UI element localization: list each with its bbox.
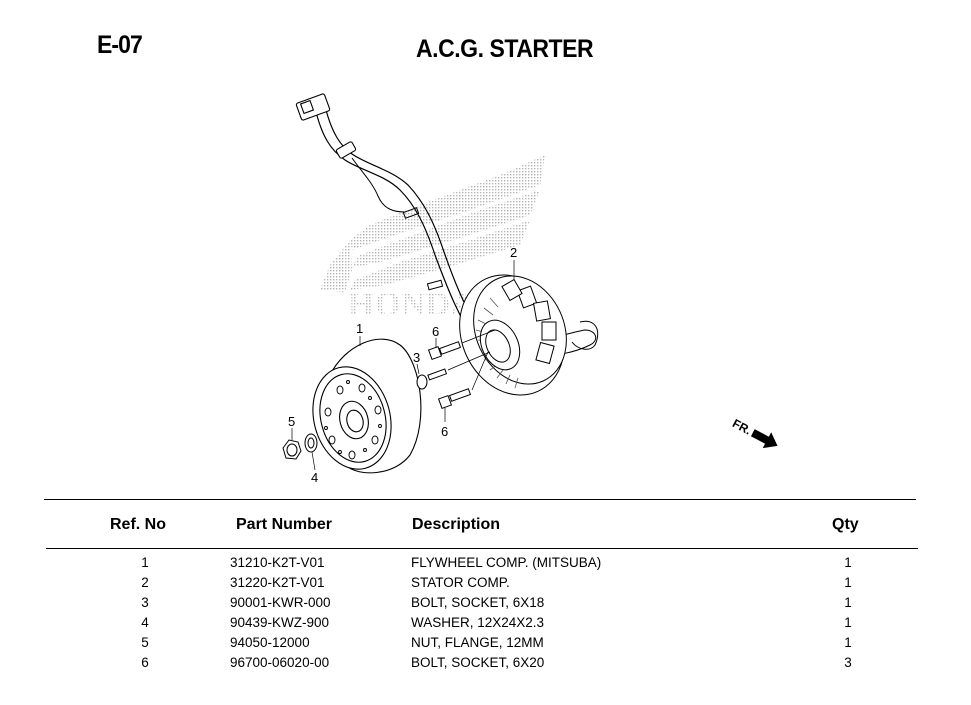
cell-ref: 5 [141, 635, 149, 650]
cell-ref: 3 [141, 595, 149, 610]
bolt-socket-6x18 [416, 368, 448, 390]
header-description: Description [412, 516, 501, 533]
cell-qty: 1 [844, 555, 852, 570]
cell-description: WASHER, 12X24X2.3 [411, 615, 545, 630]
bolt-socket-6x20-upper [427, 341, 462, 361]
callout-4: 4 [311, 470, 318, 485]
watermark-text: HONDA [348, 286, 475, 323]
callout-6-lower: 6 [441, 424, 448, 439]
washer-12x24 [304, 433, 318, 453]
table-row: 5 94050-12000 NUT, FLANGE, 12MM 1 [0, 635, 971, 655]
table-row: 2 31220-K2T-V01 STATOR COMP. 1 [0, 575, 971, 595]
cell-ref: 6 [141, 655, 149, 670]
front-direction-arrow-icon: FR. [730, 416, 778, 449]
bolt-leader-lines [447, 329, 496, 391]
direction-label: FR. [730, 416, 754, 437]
header-qty: Qty [832, 516, 859, 533]
cell-part-number: 31220-K2T-V01 [230, 575, 325, 590]
cell-part-number: 31210-K2T-V01 [230, 555, 325, 570]
bolt-socket-6x20-lower [437, 388, 472, 410]
callouts: 1 2 3 4 5 6 6 [288, 245, 517, 485]
cell-qty: 1 [844, 575, 852, 590]
cell-description: BOLT, SOCKET, 6X20 [411, 655, 545, 670]
callout-2: 2 [510, 245, 517, 260]
table-row: 4 90439-KWZ-900 WASHER, 12X24X2.3 1 [0, 615, 971, 635]
cell-part-number: 96700-06020-00 [230, 655, 330, 670]
header-part-number: Part Number [236, 516, 333, 533]
cell-qty: 3 [844, 655, 852, 670]
diagram-code: E-07 [97, 31, 143, 59]
nut-flange-12mm [282, 439, 302, 460]
callout-3: 3 [413, 350, 420, 365]
cell-qty: 1 [844, 635, 852, 650]
header-ref-no: Ref. No [110, 516, 166, 533]
cell-part-number: 90001-KWR-000 [230, 595, 331, 610]
callout-1: 1 [356, 321, 363, 336]
stator-comp [459, 274, 567, 396]
table-header-rule [46, 548, 918, 549]
table-top-rule [44, 499, 916, 500]
honda-wing-watermark-icon: HONDA [320, 155, 545, 323]
cell-description: STATOR COMP. [411, 575, 510, 590]
page-title: A.C.G. STARTER [416, 35, 594, 63]
cell-ref: 1 [141, 555, 149, 570]
table-row: 6 96700-06020-00 BOLT, SOCKET, 6X20 3 [0, 655, 971, 675]
callout-5: 5 [288, 414, 295, 429]
cell-qty: 1 [844, 615, 852, 630]
cell-description: FLYWHEEL COMP. (MITSUBA) [411, 555, 602, 570]
parts-table-body: 1 31210-K2T-V01 FLYWHEEL COMP. (MITSUBA)… [0, 555, 971, 675]
cell-description: BOLT, SOCKET, 6X18 [411, 595, 545, 610]
table-row: 3 90001-KWR-000 BOLT, SOCKET, 6X18 1 [0, 595, 971, 615]
cell-part-number: 90439-KWZ-900 [230, 615, 330, 630]
callout-6-upper: 6 [432, 324, 439, 339]
harness-connector [295, 93, 357, 159]
table-row: 1 31210-K2T-V01 FLYWHEEL COMP. (MITSUBA)… [0, 555, 971, 575]
cell-description: NUT, FLANGE, 12MM [411, 635, 544, 650]
cell-part-number: 94050-12000 [230, 635, 310, 650]
cell-ref: 2 [141, 575, 149, 590]
exploded-parts-diagram: HONDA [282, 93, 778, 485]
cell-ref: 4 [141, 615, 149, 630]
cell-qty: 1 [844, 595, 852, 610]
flywheel-comp [312, 338, 422, 474]
